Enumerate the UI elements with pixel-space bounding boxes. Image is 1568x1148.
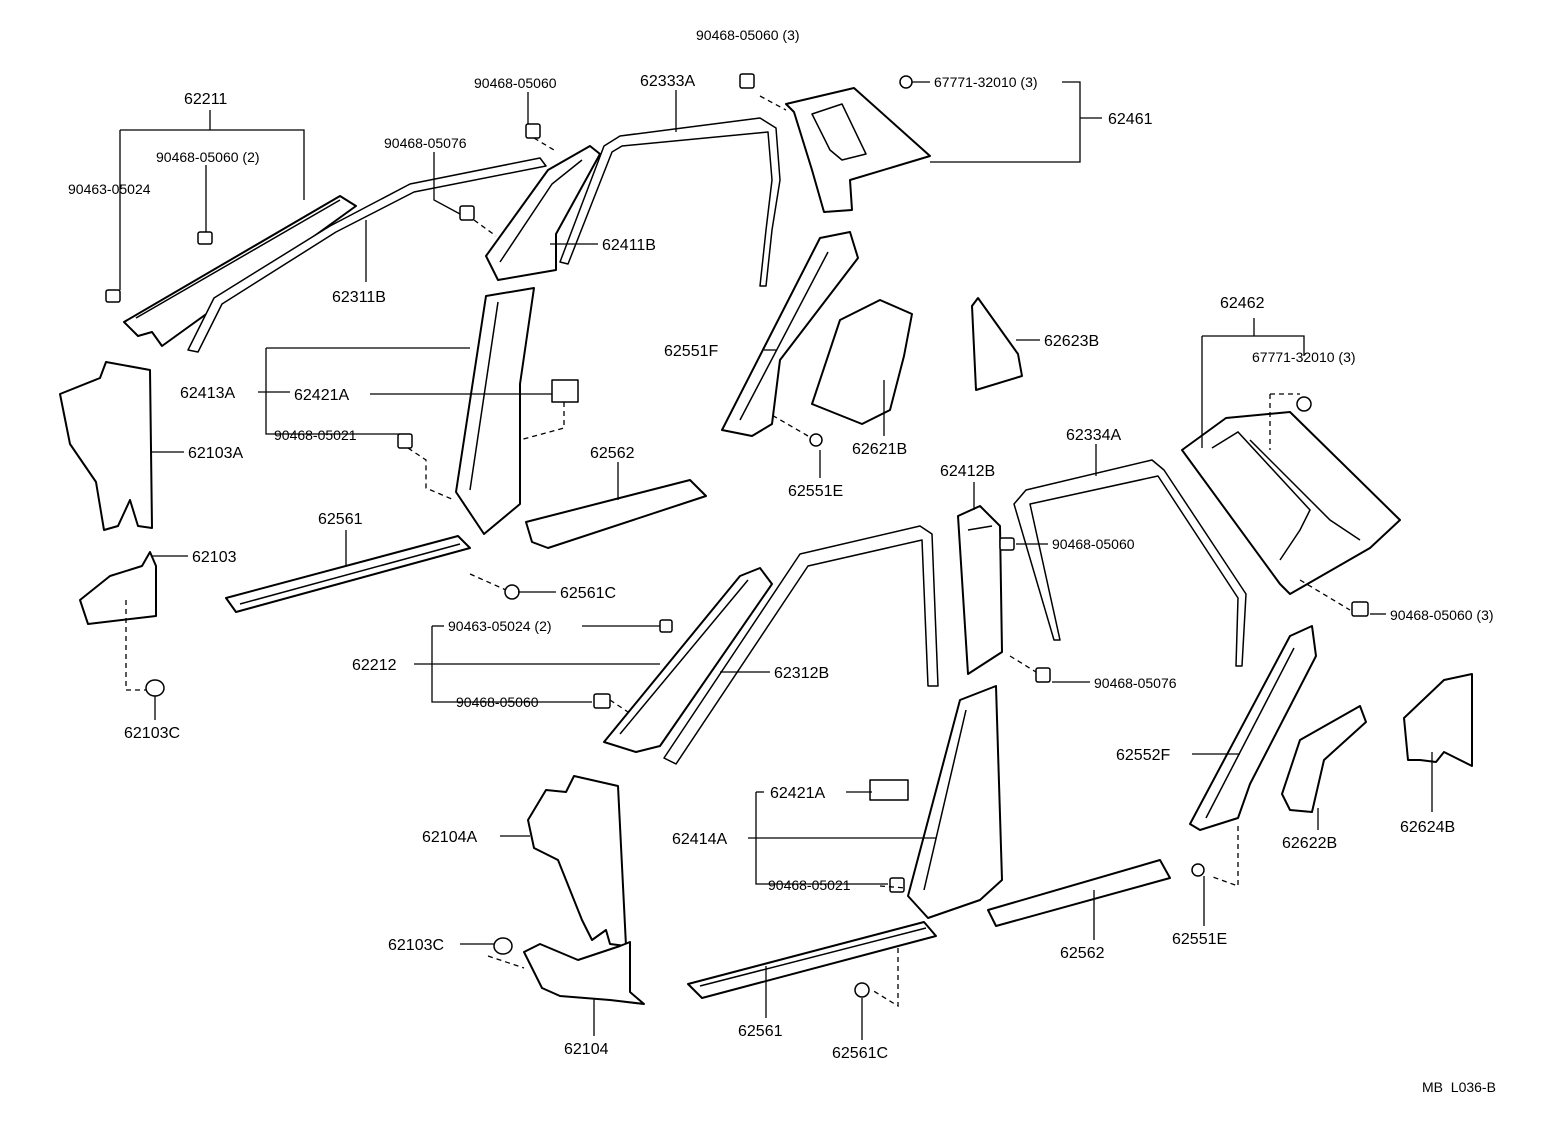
label-62562-a: 62562 bbox=[590, 445, 635, 462]
label-62212: 62212 bbox=[352, 657, 397, 674]
label-62411B: 62411B bbox=[602, 237, 656, 254]
label-62561C-b: 62561C bbox=[832, 1045, 888, 1062]
part-62562-lower bbox=[987, 859, 1171, 927]
part-62562-upper bbox=[525, 479, 707, 549]
part-62334A bbox=[1013, 459, 1247, 667]
label-90468-05021-a: 90468-05021 bbox=[274, 427, 357, 443]
label-62333A: 62333A bbox=[640, 73, 695, 90]
label-62621B: 62621B bbox=[852, 441, 907, 458]
part-62414A bbox=[869, 685, 1003, 919]
part-62103C-upper bbox=[145, 679, 165, 697]
label-90463-05024-a: 90463-05024 bbox=[68, 181, 151, 197]
label-62103C-b: 62103C bbox=[388, 937, 444, 954]
part-62411B bbox=[485, 145, 601, 281]
label-90468-05060-b: 90468-05060 bbox=[1052, 536, 1135, 552]
part-62311B bbox=[187, 157, 547, 353]
part-62211 bbox=[123, 195, 357, 347]
part-62624B bbox=[1403, 673, 1473, 767]
label-62461: 62461 bbox=[1108, 111, 1153, 128]
label-62551E-a: 62551E bbox=[788, 483, 843, 500]
label-62104A: 62104A bbox=[422, 829, 477, 846]
label-62561-a: 62561 bbox=[318, 511, 363, 528]
label-90468-05021-b: 90468-05021 bbox=[768, 877, 851, 893]
label-62551F: 62551F bbox=[664, 343, 718, 360]
part-62621B bbox=[811, 299, 913, 425]
label-67771-32010-3-b: 67771-32010 (3) bbox=[1252, 349, 1356, 365]
diagram-code: MB L036-B bbox=[1422, 1079, 1496, 1095]
label-62412B: 62412B bbox=[940, 463, 995, 480]
label-62623B: 62623B bbox=[1044, 333, 1099, 350]
label-62413A: 62413A bbox=[180, 385, 235, 402]
label-90468-05060-3-b: 90468-05060 (3) bbox=[1390, 607, 1494, 623]
label-90463-05024-2-b: 90463-05024 (2) bbox=[448, 618, 552, 634]
part-62103C-lower bbox=[493, 937, 513, 955]
assembly-lines bbox=[125, 95, 1351, 1008]
part-62622B bbox=[1281, 705, 1367, 813]
label-62312B: 62312B bbox=[774, 665, 829, 682]
part-62623B bbox=[971, 297, 1023, 391]
part-62103 bbox=[79, 551, 157, 625]
label-62562-b: 62562 bbox=[1060, 945, 1105, 962]
label-62624B: 62624B bbox=[1400, 819, 1455, 836]
label-62103C-a: 62103C bbox=[124, 725, 180, 742]
label-62414A: 62414A bbox=[672, 831, 727, 848]
label-90468-05060-3-a: 90468-05060 (3) bbox=[696, 27, 800, 43]
part-62462 bbox=[1181, 411, 1401, 595]
label-62334A: 62334A bbox=[1066, 427, 1121, 444]
part-62103A bbox=[59, 361, 153, 531]
part-62561-lower bbox=[687, 921, 937, 999]
label-62462: 62462 bbox=[1220, 295, 1265, 312]
label-62551E-b: 62551E bbox=[1172, 931, 1227, 948]
part-62212 bbox=[603, 567, 773, 753]
label-62311B: 62311B bbox=[332, 289, 386, 306]
label-90468-05060-c: 90468-05060 bbox=[456, 694, 539, 710]
part-62412B bbox=[957, 505, 1003, 675]
label-90468-05076-a: 90468-05076 bbox=[384, 135, 467, 151]
label-62561C-a: 62561C bbox=[560, 585, 616, 602]
label-90468-05060-a: 90468-05060 bbox=[474, 75, 557, 91]
part-62561-upper bbox=[225, 535, 471, 613]
label-90468-05060-2-a: 90468-05060 (2) bbox=[156, 149, 260, 165]
part-62104A bbox=[527, 775, 627, 947]
clip-group bbox=[105, 73, 1369, 998]
label-62103A: 62103A bbox=[188, 445, 243, 462]
part-62312B bbox=[663, 525, 939, 765]
part-62104 bbox=[523, 941, 645, 1005]
part-62413A bbox=[455, 287, 579, 535]
label-62211: 62211 bbox=[184, 91, 227, 108]
part-62552F bbox=[1189, 625, 1317, 831]
label-62552F: 62552F bbox=[1116, 747, 1170, 764]
label-62104: 62104 bbox=[564, 1041, 609, 1058]
part-62461 bbox=[785, 87, 931, 213]
leader-lines bbox=[119, 81, 1433, 1040]
label-62103: 62103 bbox=[192, 549, 237, 566]
part-62551F bbox=[721, 231, 859, 437]
label-62622B: 62622B bbox=[1282, 835, 1337, 852]
label-67771-32010-3-a: 67771-32010 (3) bbox=[934, 74, 1038, 90]
part-62333A bbox=[559, 117, 781, 287]
label-90468-05076-b: 90468-05076 bbox=[1094, 675, 1177, 691]
label-62421A-b: 62421A bbox=[770, 785, 825, 802]
label-62561-b: 62561 bbox=[738, 1023, 783, 1040]
label-62421A-a: 62421A bbox=[294, 387, 349, 404]
